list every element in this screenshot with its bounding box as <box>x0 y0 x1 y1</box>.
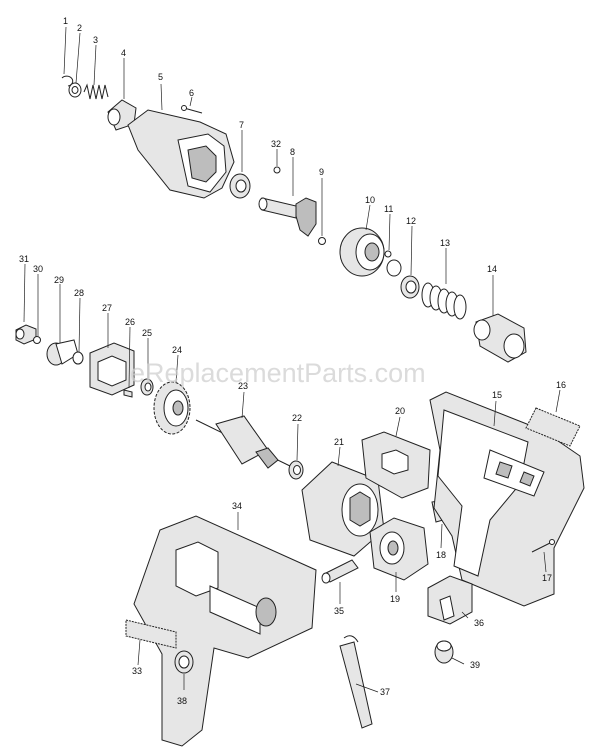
part-15-housing-half <box>429 391 585 607</box>
label-17: 17 <box>542 573 552 583</box>
label-8: 8 <box>290 147 295 157</box>
label-26: 26 <box>125 317 135 327</box>
part-35-brush <box>321 559 359 604</box>
label-3: 3 <box>93 35 98 45</box>
label-1: 1 <box>63 16 68 26</box>
label-30: 30 <box>33 264 43 274</box>
label-27: 27 <box>102 303 112 313</box>
label-32: 32 <box>271 139 281 149</box>
label-14: 14 <box>487 264 497 274</box>
part-12-washer <box>400 225 420 299</box>
part-3-spring <box>83 44 109 100</box>
label-5: 5 <box>158 72 163 82</box>
part-25-bearing <box>140 338 154 396</box>
part-28-washer <box>72 297 84 365</box>
part-19-brush-holder <box>369 517 429 592</box>
label-25: 25 <box>142 328 152 338</box>
label-31: 31 <box>19 254 29 264</box>
part-27-bearing-plate <box>89 313 135 396</box>
part-38-cap <box>174 650 194 690</box>
part-34-housing-half <box>133 512 317 747</box>
label-15: 15 <box>492 390 502 400</box>
label-9: 9 <box>319 167 324 177</box>
part-23-armature <box>195 391 291 469</box>
label-13: 13 <box>440 238 450 248</box>
label-23: 23 <box>238 381 248 391</box>
label-33: 33 <box>132 666 142 676</box>
part-10-ring-gear <box>339 204 385 277</box>
part-number-labels: 1 2 3 4 5 6 7 32 8 9 10 11 12 13 14 31 3… <box>19 16 566 706</box>
label-6: 6 <box>189 88 194 98</box>
part-21-field-housing <box>301 446 385 557</box>
part-33-label <box>125 619 177 666</box>
part-4-sleeve <box>107 58 137 131</box>
label-29: 29 <box>54 275 64 285</box>
label-10: 10 <box>365 195 375 205</box>
label-7: 7 <box>239 120 244 130</box>
label-4: 4 <box>121 48 126 58</box>
part-9-steel-ball <box>318 178 326 245</box>
part-30-ring <box>33 274 41 344</box>
label-24: 24 <box>172 345 182 355</box>
part-17-screw <box>531 539 555 573</box>
label-34: 34 <box>232 501 242 511</box>
part-11-o-ring <box>384 213 402 277</box>
part-2-washer <box>68 32 82 98</box>
watermark-text: eReplacementParts.com <box>130 358 426 388</box>
part-24-fan <box>153 354 191 435</box>
part-26-pin <box>123 326 133 398</box>
part-5-gear-housing <box>127 83 235 199</box>
part-37-hook <box>339 635 379 729</box>
label-16: 16 <box>556 380 566 390</box>
label-38: 38 <box>177 696 187 706</box>
part-6-screw <box>181 96 203 114</box>
label-12: 12 <box>406 216 416 226</box>
part-22-bearing <box>288 423 304 480</box>
part-39-cap <box>434 640 465 665</box>
label-28: 28 <box>74 288 84 298</box>
label-18: 18 <box>436 550 446 560</box>
label-37: 37 <box>380 687 390 697</box>
label-36: 36 <box>474 618 484 628</box>
part-14-hex-chuck <box>473 275 527 363</box>
label-11: 11 <box>384 204 393 214</box>
part-31-cap <box>15 263 37 345</box>
label-2: 2 <box>77 23 82 33</box>
label-22: 22 <box>292 413 302 423</box>
part-13-spring <box>421 248 467 320</box>
label-20: 20 <box>395 406 405 416</box>
label-21: 21 <box>334 437 344 447</box>
part-32-steel-ball <box>273 149 281 174</box>
label-35: 35 <box>334 606 344 616</box>
label-39: 39 <box>470 660 480 670</box>
part-8-spindle <box>258 157 317 237</box>
part-1-retaining-ring <box>61 26 74 87</box>
part-20-switch <box>361 416 431 499</box>
label-19: 19 <box>390 594 400 604</box>
part-7-washer <box>229 130 251 199</box>
part-16-label <box>525 389 581 447</box>
part-36-terminal <box>427 575 473 625</box>
